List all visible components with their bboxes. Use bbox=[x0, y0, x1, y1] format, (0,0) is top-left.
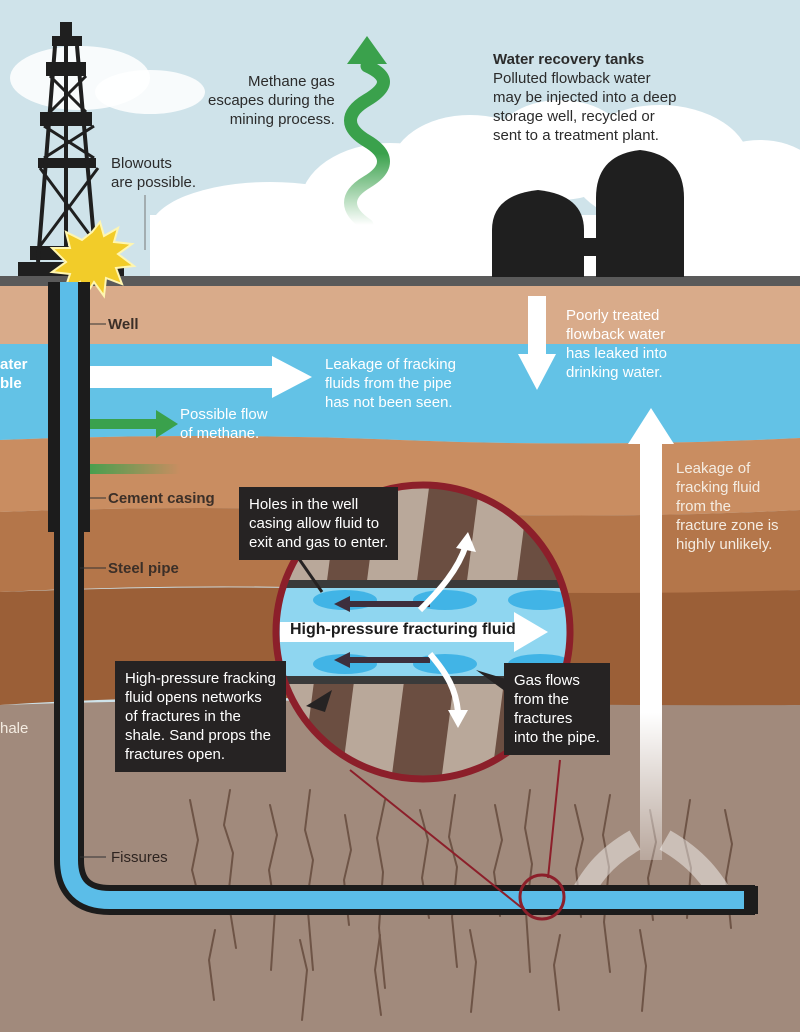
topsoil-layer bbox=[0, 286, 800, 344]
water-table-label: ater ble bbox=[0, 356, 28, 392]
gas-pointer bbox=[476, 670, 509, 694]
flowback-leak-arrow bbox=[518, 296, 556, 390]
shale-label: hale bbox=[0, 720, 29, 737]
leakage-pipe-label: Leakage of fracking fluids from the pipe… bbox=[325, 356, 456, 411]
possible-flow-label: Possible flow of methane. bbox=[180, 406, 268, 442]
rock-layer-1 bbox=[0, 436, 800, 516]
water-recovery-tanks bbox=[492, 150, 684, 277]
leakage-fracture-label: Leakage of fracking fluid from the fract… bbox=[676, 460, 779, 553]
well-pipe bbox=[48, 282, 758, 915]
blowout-burst bbox=[49, 219, 137, 301]
tanks-caption: Water recovery tanks Polluted flowback w… bbox=[493, 50, 676, 145]
steel-pipe-label: Steel pipe bbox=[108, 560, 179, 577]
clouds bbox=[10, 46, 800, 282]
methane-escape-arrow bbox=[344, 36, 390, 232]
ground-surface bbox=[0, 276, 800, 286]
holes-callout: Holes in the well casing allow fluid to … bbox=[239, 487, 399, 560]
blowouts-label: Blowouts are possible. bbox=[111, 155, 197, 191]
high-pressure-fluid-label: High-pressure fracturing fluid bbox=[290, 621, 516, 638]
well-label: Well bbox=[108, 316, 139, 333]
cement-casing-label: Cement casing bbox=[108, 490, 215, 507]
shale-layer bbox=[0, 700, 800, 1032]
poorly-treated-label: Poorly treated flowback water has leaked… bbox=[566, 307, 667, 381]
tanks-title: Water recovery tanks bbox=[493, 51, 645, 68]
magnifier-guide-lines bbox=[349, 759, 561, 909]
fissures-label: Fissures bbox=[111, 849, 168, 866]
pipe-leakage-arrow bbox=[90, 356, 312, 398]
fracking-pointer bbox=[306, 690, 332, 712]
magnifier-source-circle bbox=[518, 873, 566, 921]
gas-flows-callout: Gas flows from the fractures into the pi… bbox=[504, 663, 610, 755]
tanks-body: Polluted flowback water may be injected … bbox=[493, 70, 677, 144]
methane-escape-label: Methane gas escapes during the mining pr… bbox=[208, 73, 335, 128]
holes-pointer bbox=[295, 555, 324, 593]
fracking-callout: High-pressure fracking fluid opens netwo… bbox=[115, 661, 286, 772]
